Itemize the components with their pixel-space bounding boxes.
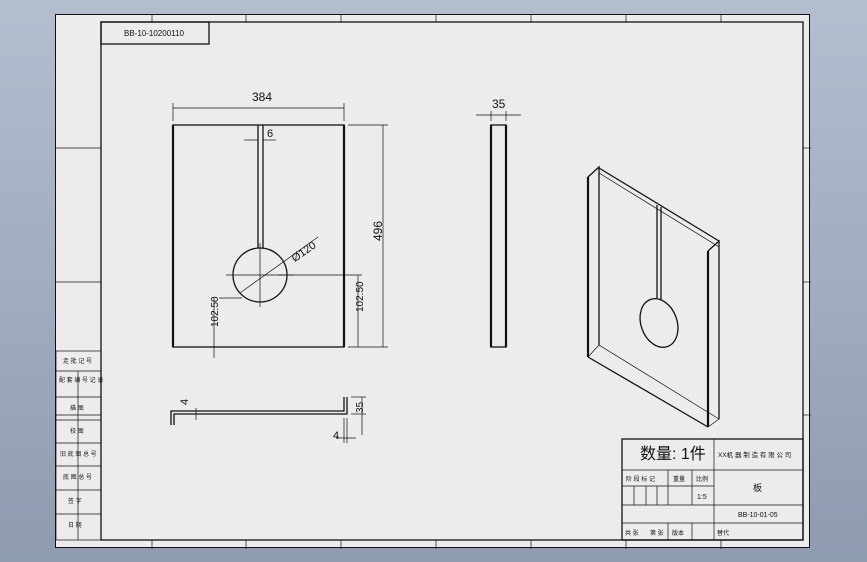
- left-offset-dim: 102.50: [210, 296, 221, 327]
- company-name: XX机 器 制 造 有 限 公 司: [718, 450, 791, 459]
- right-offset-dim: 102.50: [355, 281, 366, 312]
- bottom-thickness-right: 4: [333, 430, 339, 442]
- inner-frame: [100, 21, 804, 541]
- strip-cell-6: 底 图 总 号: [63, 473, 92, 481]
- weight-label: 重量: [673, 475, 685, 483]
- bottom-cell-2: 第 张: [650, 529, 664, 537]
- hole-dim: Ø120: [290, 239, 319, 264]
- front-view: Ø120 384 6 496 102.50 102.50: [171, 90, 388, 358]
- strip-cell-8: 日 期: [68, 521, 82, 529]
- left-strip: 走 批 记 号 配 套 编 号 记 录 描 图 校 图 旧 底 图 总 号 底 …: [55, 350, 103, 541]
- drawing-sheet: BB-10-10200110 走 批 记 号 配 套 编 号 记 录 描 图 校…: [55, 14, 811, 549]
- strip-cell-3: 描 图: [70, 404, 84, 412]
- bottom-flange-dim: 35: [355, 401, 366, 413]
- part-name: 板: [753, 482, 762, 493]
- strip-cell-4: 校 图: [70, 427, 84, 435]
- drawing-number-box: [100, 21, 210, 45]
- bottom-thickness-left: 4: [179, 399, 191, 405]
- height-dim: 496: [371, 221, 385, 241]
- strip-cell-2: 配 套 编 号 记 录: [59, 376, 103, 384]
- side-thickness-dim: 35: [492, 97, 506, 111]
- strip-cell-5: 旧 底 图 总 号: [60, 450, 97, 458]
- stage-label: 阶 段 标 记: [626, 475, 655, 483]
- zone-ticks: [56, 15, 811, 549]
- scale-label: 比例: [696, 475, 708, 483]
- bottom-cell-3: 版本: [672, 529, 684, 537]
- quantity-label: 数量: 1件: [640, 445, 706, 463]
- bottom-cell-4: 替代: [717, 529, 729, 537]
- bottom-view: 4 35 4: [170, 396, 366, 443]
- scale-value: 1:5: [697, 494, 707, 501]
- side-view: 35: [476, 97, 521, 348]
- width-dim: 384: [252, 90, 272, 104]
- bottom-cell-1: 共 张: [625, 529, 639, 537]
- part-code: BB-10-01-05: [738, 512, 778, 519]
- title-block: 数量: 1件 XX机 器 制 造 有 限 公 司 阶 段 标 记 重量 比例 1…: [621, 438, 804, 541]
- drawing-number-text: BB-10-10200110: [124, 29, 184, 38]
- strip-cell-7: 签 字: [68, 497, 82, 505]
- slot-dim: 6: [267, 128, 273, 140]
- drawing-canvas: BB-10-10200110 走 批 记 号 配 套 编 号 记 录 描 图 校…: [55, 15, 811, 549]
- iso-hole: [639, 298, 679, 348]
- strip-cell-1: 走 批 记 号: [63, 357, 92, 365]
- isometric-view: [586, 165, 720, 428]
